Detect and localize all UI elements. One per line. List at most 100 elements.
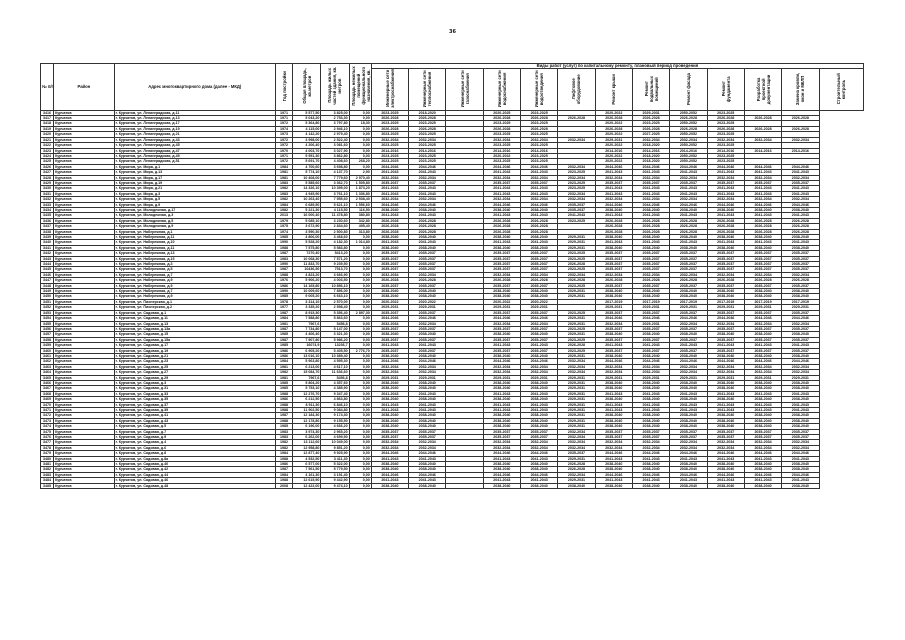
living-area-cell: 3 321,30 (320, 331, 350, 338)
row-number-cell: 3430 (39, 185, 55, 192)
row-number-cell: 3416 (39, 109, 55, 117)
work-period-cell: 2038-2040 (781, 206, 820, 214)
row-number-cell: 3474 (39, 423, 55, 430)
row-number-cell: 3424 (39, 152, 55, 160)
living-area-cell: 4 115,50 (320, 206, 350, 214)
work-period-cell: 2032-2034 (781, 320, 820, 327)
living-area-cell: 5 621,10 (320, 201, 350, 209)
work-period-cell: 2044-2046 (781, 315, 820, 322)
work-period-cell: 2041-2043 (781, 401, 820, 409)
row-number-cell: 3479 (39, 450, 55, 457)
living-area-cell: 5 147,00 (320, 325, 350, 333)
nonresidential-area-cell: 0,00 (348, 482, 372, 490)
row-number-cell: 3427 (39, 169, 55, 176)
row-number-cell: 3473 (39, 417, 55, 425)
living-area-cell: 4 699,90 (320, 434, 350, 441)
living-area-cell: 4 003,50 (320, 277, 350, 284)
living-area-cell: 9 851,20 (320, 444, 350, 452)
row-number-cell: 3432 (39, 196, 55, 203)
header-work-type: Лифтовое оборудование (571, 73, 582, 104)
row-number-cell: 3466 (39, 379, 55, 387)
living-area-cell: 7 555,60 (320, 196, 350, 203)
living-area-cell: 4 182,30 (320, 239, 350, 246)
work-period-cell: 2032-2034 (781, 444, 820, 452)
header-nonresidential-area: Площадь нежилых помещений функциональног… (350, 66, 371, 106)
living-area-cell: 7513,70 (320, 266, 350, 273)
address-cell: г. Курчатов, ул. Садовая, д.48 (113, 482, 276, 490)
row-number-cell: 3435 (39, 212, 55, 219)
row-number-cell: 3477 (39, 439, 55, 446)
header-work-type: Инженерные сети газоснабжения (459, 70, 470, 108)
row-number-cell: 3442 (39, 250, 55, 257)
work-period-cell: 2038-2040 (781, 466, 820, 473)
header-work-type: Ремонт подвальных помещений (643, 75, 659, 102)
work-period-cell: 2041-2043 (781, 212, 820, 219)
living-area-cell: 4 357,60 (320, 379, 350, 387)
header-work-type: Ремонт крыши (611, 73, 617, 105)
header-year: Год постройки (281, 71, 287, 102)
work-period-cell: 2035-2037 (781, 347, 820, 354)
row-number-cell: 3467 (39, 385, 55, 392)
header-work-type: Замена кровли, окон и МКЛП (795, 72, 806, 106)
row-number-cell: 3480 (39, 455, 55, 463)
living-area-cell: 2 946,10 (320, 125, 350, 133)
living-area-cell: 4 666,20 (320, 423, 350, 430)
work-period-cell: 2044-2046 (781, 201, 820, 209)
work-period-cell: 2041-2043 (781, 190, 820, 198)
work-period-cell: 2029-2031 (781, 304, 820, 311)
row-number-cell: 3428 (39, 174, 55, 181)
living-area-cell: 9 155,50 (320, 417, 350, 425)
work-period-cell: 2032-2034 (781, 196, 820, 203)
page-number: 36 (449, 29, 456, 35)
row-number-cell: 3472 (39, 412, 55, 419)
living-area-cell: 3 362,70 (320, 179, 350, 187)
row-number-cell: 3458 (39, 336, 55, 344)
living-area-cell: 9 239,50 (320, 261, 350, 268)
district-cell: Курчатов (53, 482, 115, 490)
living-area-cell: 2 570,00 (320, 298, 350, 306)
header-work-type: Ремонт фасада (685, 72, 691, 105)
living-area-cell: 3 698,80 (320, 163, 350, 171)
work-period-cell: 2041-2043 (781, 477, 820, 484)
living-area-cell: 9 084,80 (320, 406, 350, 414)
living-area-cell: 2 753,30 (320, 115, 350, 122)
row-number-cell: 3476 (39, 434, 55, 441)
living-area-cell: 7 571,20 (320, 255, 350, 263)
work-period-cell: 2038-2040 (669, 482, 708, 490)
living-area-cell: 6 846,10 (320, 401, 350, 409)
row-number-cell: 3469 (39, 396, 55, 403)
work-period-cell: 2038-2040 (408, 482, 447, 490)
row-number-cell: 3426 (39, 163, 55, 171)
row-number-cell: 3461 (39, 352, 55, 360)
work-period-cell: 2035-2037 (781, 266, 820, 273)
work-period-cell: 2038-2040 (781, 482, 820, 490)
row-number-cell: 3449 (39, 288, 55, 295)
work-period-cell: 2038-2040 (781, 352, 820, 360)
row-number-cell: 3484 (39, 477, 55, 484)
living-area-cell: 9 925,90 (320, 450, 350, 457)
header-living-area: Площадь жилых частей здания, кв. метров (327, 67, 343, 106)
row-number-cell: 3482 (39, 466, 55, 473)
work-period-cell: 2035-2037 (781, 434, 820, 441)
header-work-type: Разработка проектной документации (755, 74, 771, 104)
work-period-cell: 2026-2028 (781, 125, 820, 133)
